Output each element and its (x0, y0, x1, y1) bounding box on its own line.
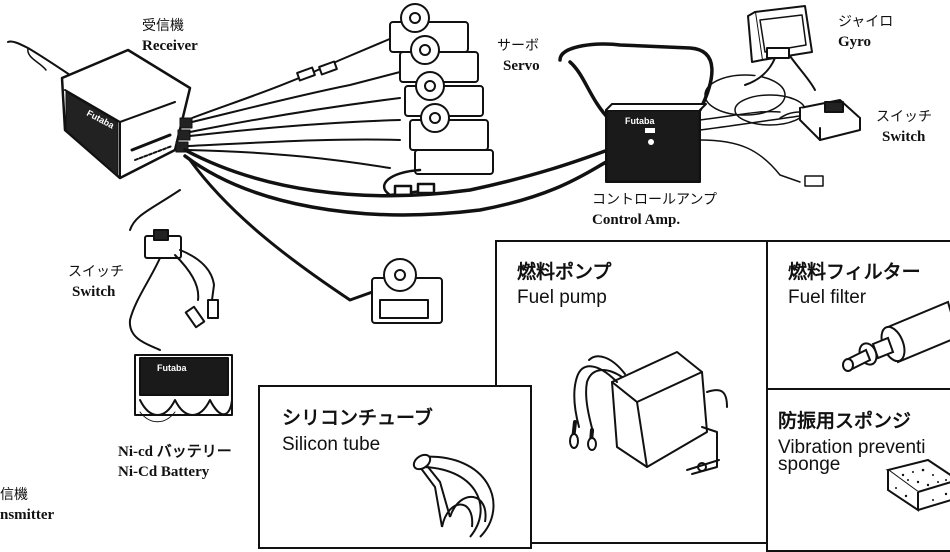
transmitter-label: 信機 nsmitter (0, 485, 54, 525)
sponge-box: 防振用スポンジ Vibration preventi sponge (766, 388, 950, 552)
battery-label-jp: Ni-cd バッテリー (118, 444, 232, 460)
silicon-tube-illustration (412, 453, 495, 538)
gyro-label: ジャイロ Gyro (838, 12, 893, 52)
antenna-wire (7, 40, 71, 76)
servo-label-jp: サーボ (497, 38, 539, 54)
sponge-label-en2: sponge (778, 454, 841, 475)
servo-leads (187, 37, 401, 169)
control-amp-label-en: Control Amp. (592, 212, 681, 228)
fuel-filter-box: 燃料フィルター Fuel filter (766, 240, 950, 394)
amp-cables (183, 42, 714, 302)
servo-label: サーボ Servo (497, 36, 540, 76)
battery-pack: Futaba (134, 354, 233, 423)
fuel-filter-illustration (842, 300, 950, 372)
sponge-label-jp: 防振用スポンジ (778, 410, 912, 432)
control-amp-label: コントロールアンプ Control Amp. (592, 190, 717, 230)
amp-brand: Futaba (625, 116, 655, 126)
wiring-illustration: Futaba (7, 3, 861, 423)
servo-stack (389, 3, 494, 175)
switch-left-label-jp: スイッチ (68, 264, 124, 280)
silicon-tube-label-en: Silicon tube (282, 434, 381, 455)
gyro-label-en: Gyro (838, 34, 872, 50)
silicon-tube-box: シリコンチューブ Silicon tube (258, 385, 532, 549)
switch-left-unit (128, 189, 219, 351)
switch-left-label-en: Switch (72, 284, 116, 300)
switch-right-unit (779, 99, 861, 141)
receiver-label-jp: 受信機 (142, 18, 184, 34)
switch-right-label-en: Switch (882, 129, 926, 145)
sponge-label-en: Vibration preventi (778, 437, 926, 458)
gyro-label-jp: ジャイロ (838, 14, 894, 30)
fuel-filter-label-jp: 燃料フィルター (788, 261, 921, 283)
receiver-label: 受信機 Receiver (142, 16, 198, 56)
battery-brand: Futaba (157, 363, 187, 373)
rc-system-diagram: Futaba (0, 3, 950, 552)
silicon-tube-label-jp: シリコンチューブ (282, 407, 433, 429)
receiver-label-en: Receiver (142, 38, 198, 54)
control-amp-unit: Futaba (605, 74, 824, 187)
battery-label: Ni-cd バッテリー Ni-Cd Battery (118, 442, 232, 482)
switch-right-label: スイッチ Switch (876, 107, 932, 147)
fuel-pump-illustration (569, 351, 728, 475)
switch-left-label: スイッチ Switch (68, 262, 124, 302)
servo-label-en: Servo (503, 58, 540, 74)
servo-single (371, 258, 443, 324)
fuel-pump-label-en: Fuel pump (517, 287, 607, 308)
fuel-pump-label-jp: 燃料ポンプ (517, 261, 612, 283)
control-amp-label-jp: コントロールアンプ (592, 192, 718, 208)
switch-right-label-jp: スイッチ (876, 109, 932, 125)
transmitter-label-en: nsmitter (0, 507, 55, 523)
transmitter-label-jp: 信機 (0, 487, 28, 503)
sponge-illustration (885, 458, 950, 512)
fuel-filter-label-en: Fuel filter (788, 287, 867, 308)
gyro-unit (744, 5, 816, 91)
fuel-pump-box: 燃料ポンプ Fuel pump (495, 240, 771, 544)
receiver-unit: Futaba (60, 48, 192, 180)
battery-label-en: Ni-Cd Battery (118, 464, 210, 480)
